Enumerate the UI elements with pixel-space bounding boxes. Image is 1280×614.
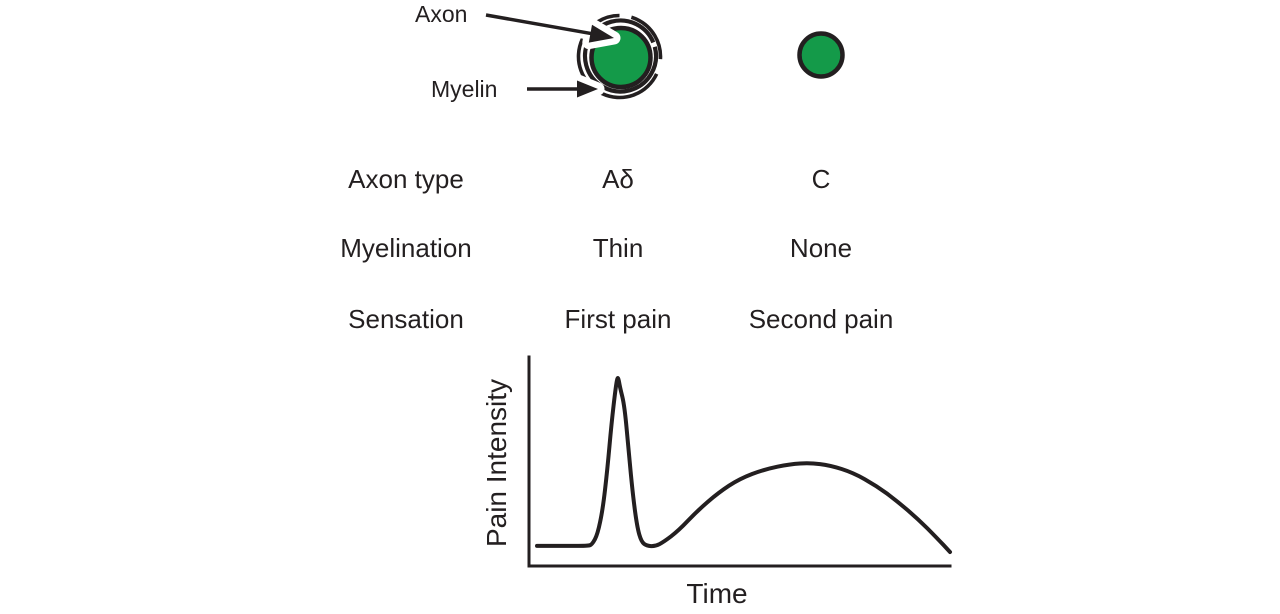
myelin-arrow — [527, 80, 598, 98]
axon-arrow — [485, 13, 614, 43]
x-axis-label: Time — [686, 578, 748, 609]
myelin-callout-label: Myelin — [431, 76, 498, 102]
myelination-a-delta-value: Thin — [592, 233, 644, 263]
axon-type-c-value: C — [811, 164, 831, 194]
sensation-a-delta-value: First pain — [564, 304, 672, 334]
myelination-c-value: None — [789, 233, 853, 263]
axon-type-a-delta-value: Aδ — [602, 164, 634, 194]
axon-callout-label: Axon — [415, 1, 468, 27]
row-label-myelination: Myelination — [340, 233, 472, 263]
row-label-axon-type: Axon type — [348, 164, 464, 194]
row-label-sensation: Sensation — [348, 304, 464, 334]
sensation-c-value: Second pain — [748, 304, 894, 334]
chart-axes — [527, 355, 952, 568]
y-axis-label: Pain Intensity — [481, 378, 512, 548]
c-fiber-axon-circle — [797, 31, 845, 79]
pain-curve — [535, 376, 952, 554]
